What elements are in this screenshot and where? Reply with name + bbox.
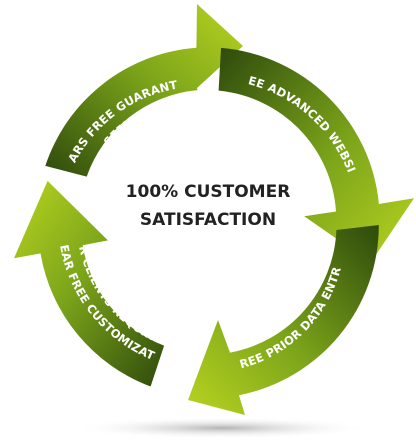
segment-arrow-3 [188, 225, 379, 415]
segment-arrow-1 [45, 4, 243, 177]
center-title-line2: SATISFACTION [140, 210, 276, 230]
segment-arrow-4 [14, 180, 165, 387]
segment-arrow-2 [218, 47, 414, 263]
ground-shadow [72, 417, 372, 439]
cycle-segment-1: 5 YEARS FREE GUARANTEED SERVICE [0, 0, 243, 177]
center-title-line1: 100% CUSTOMER [126, 182, 291, 202]
